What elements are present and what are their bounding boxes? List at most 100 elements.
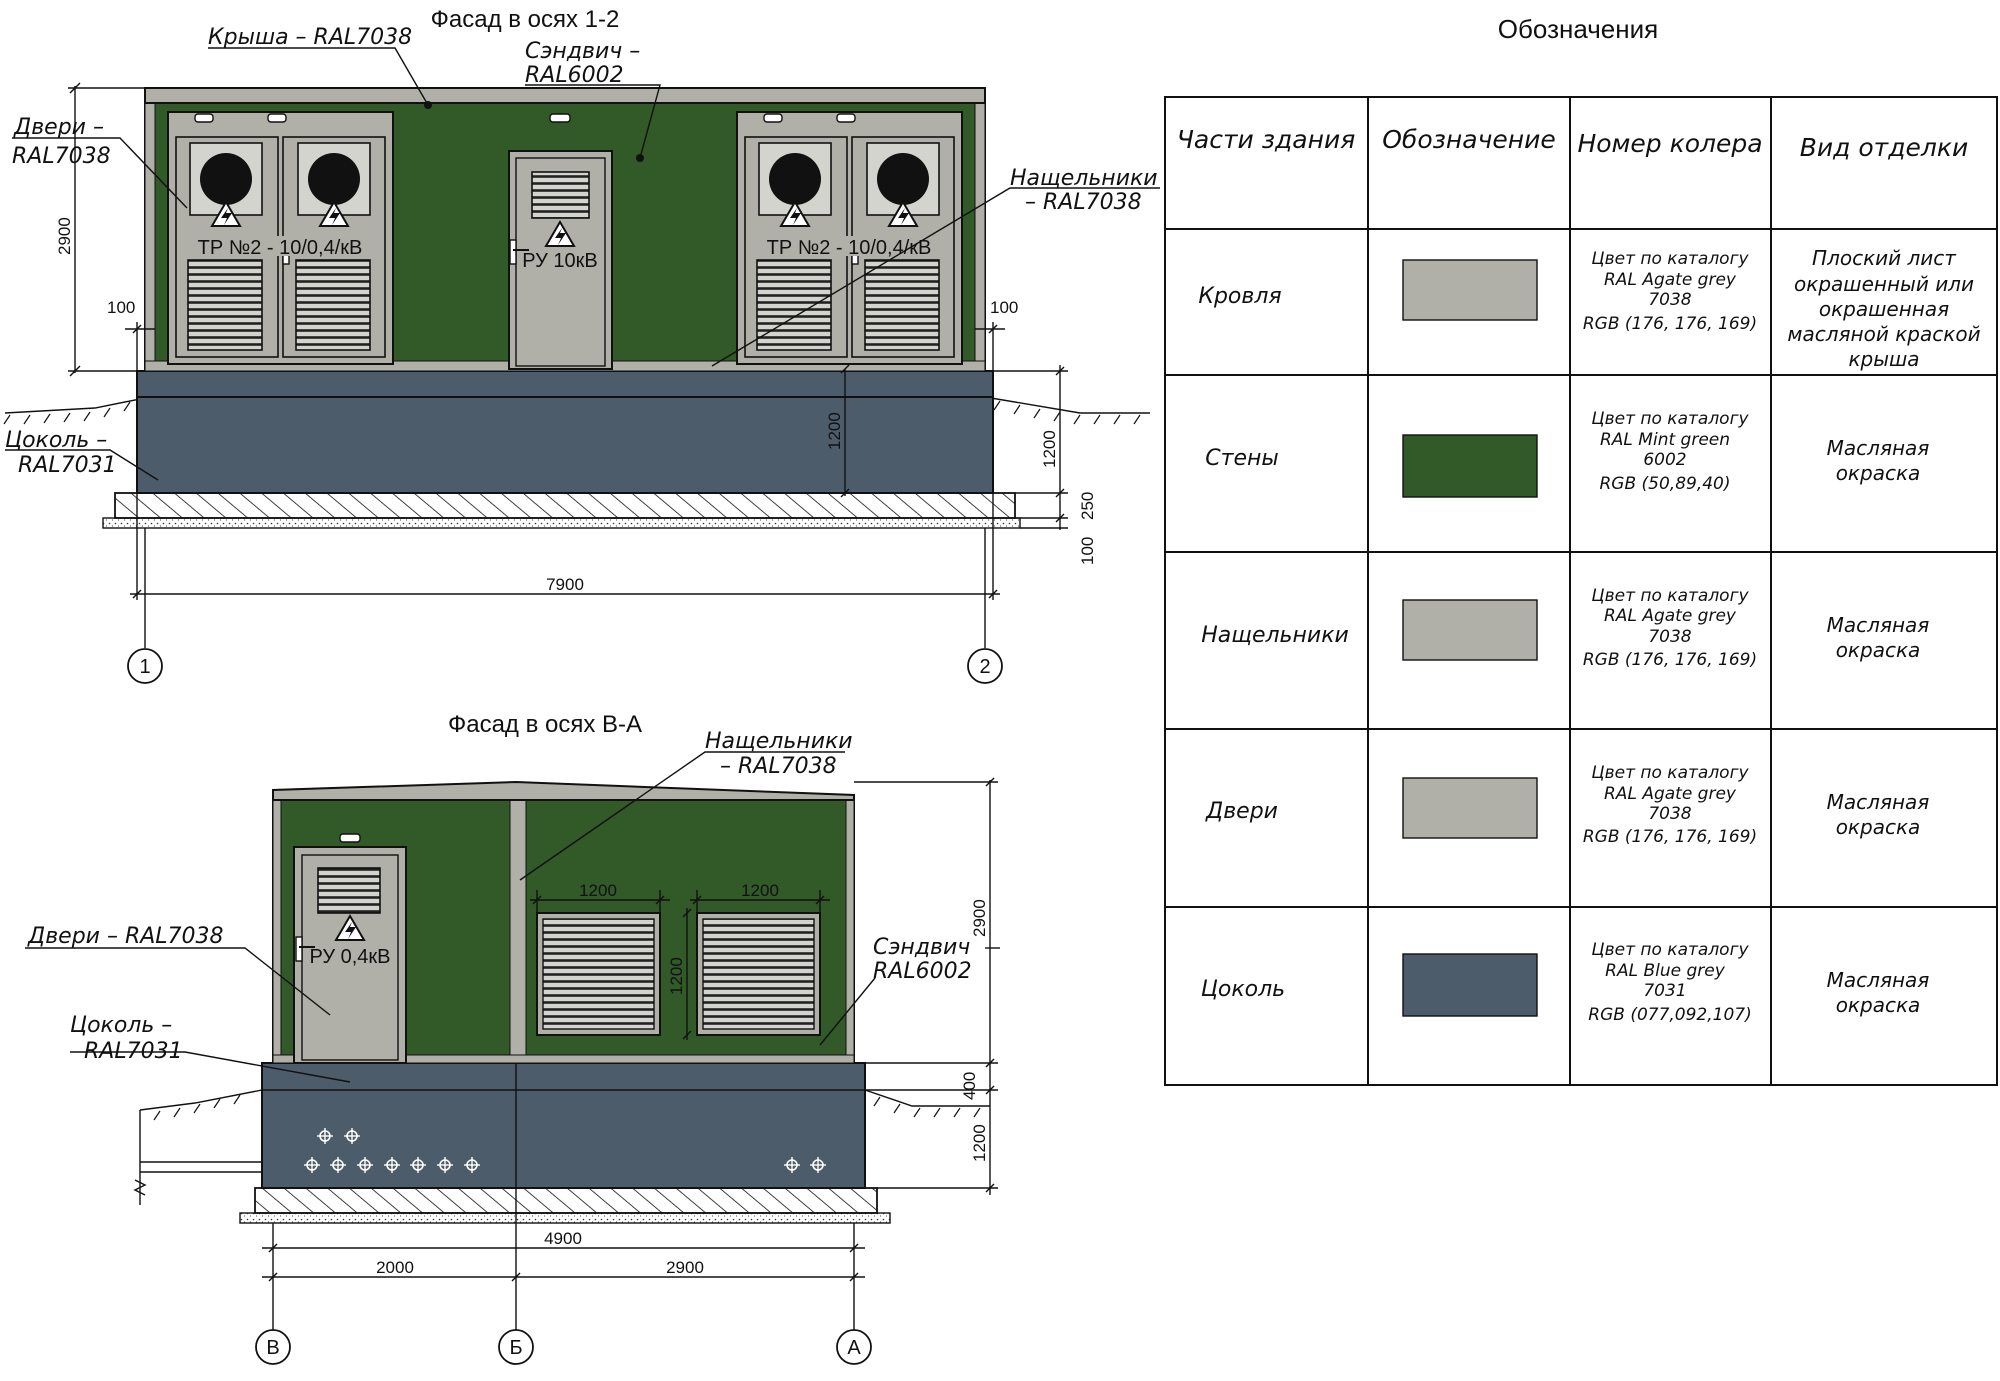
plinth-callout-va-2: RAL7031 <box>84 1039 183 1064</box>
legend-grid <box>1164 96 1998 1086</box>
finish-line: Плоский лист <box>1812 246 1957 270</box>
trim-va-center <box>509 799 527 1064</box>
tr-left-label: ТР №2 - 10/0,4/кВ <box>198 237 363 259</box>
dim-plinth-top-va: 400 <box>960 1072 979 1100</box>
ground-ticks-right <box>993 400 1141 425</box>
axis-label: Б <box>509 1337 522 1359</box>
ru-10kv-label: РУ 10кВ <box>522 250 598 272</box>
warning-icon <box>544 220 576 247</box>
louver-4 <box>864 259 940 351</box>
sandwich-callout-va-1: Сэндвич <box>873 935 970 960</box>
axis-label: В <box>266 1337 279 1359</box>
color-line: RAL Mint green <box>1600 430 1730 450</box>
header-cell: Вид отделки <box>1800 133 1968 162</box>
legend-row: Кровля Цвет по каталогу RAL Agate grey 7… <box>1198 246 1980 371</box>
dim-width-7900: 7900 <box>546 575 584 594</box>
color-line: RGB (077,092,107) <box>1588 1005 1751 1025</box>
color-line: Цвет по каталогу <box>1591 409 1749 429</box>
warning-icon <box>334 914 366 941</box>
color-line: Цвет по каталогу <box>1591 586 1749 606</box>
corner-trim-left <box>144 102 156 372</box>
ground-line-left <box>4 396 151 414</box>
warning-icon <box>887 200 919 227</box>
color-line: RGB (176, 176, 169) <box>1583 314 1757 334</box>
foundation-va <box>254 1187 878 1214</box>
axis-marker-2: 2 <box>967 648 1003 684</box>
dim-plinth-bottom-va: 1200 <box>970 1124 989 1162</box>
doors-callout-va: Двери – RAL7038 <box>27 924 224 949</box>
finish-line: окрашенная <box>1819 297 1949 321</box>
ground-ticks-left <box>3 401 131 425</box>
door-handle <box>295 936 303 962</box>
axis-marker-1: 1 <box>127 648 163 684</box>
finish-line: окраска <box>1836 638 1921 662</box>
color-swatch <box>1402 434 1538 498</box>
color-line: 7038 <box>1648 804 1691 824</box>
fan-icon <box>308 153 360 205</box>
corner-trim-right <box>974 102 986 372</box>
part-cell: Нащельники <box>1201 623 1349 648</box>
dim-vent-h: 1200 <box>667 957 686 995</box>
color-line: RGB (50,89,40) <box>1599 474 1730 494</box>
dim-foundation-250: 250 <box>1078 492 1097 520</box>
center-door: РУ 10кВ <box>508 113 613 370</box>
trim-callout-va-1: Нащельники <box>705 729 853 754</box>
door-top-vent-va <box>339 833 361 843</box>
color-line: 7038 <box>1648 627 1691 647</box>
dim-right-100: 100 <box>990 298 1018 317</box>
dim-plinth-outer-1200: 1200 <box>1040 430 1059 468</box>
louver-1 <box>187 259 263 351</box>
sandwich-callout-va-2: RAL6002 <box>873 959 972 984</box>
center-door-top-vent <box>549 113 571 123</box>
tr-right-label: ТР №2 - 10/0,4/кВ <box>767 237 932 259</box>
ru-04kv-door: РУ 0,4кВ <box>293 833 407 1064</box>
base-gravel-va <box>239 1212 891 1224</box>
color-line: 7031 <box>1643 981 1686 1001</box>
left-door-top-vent-2 <box>267 113 287 123</box>
axis-label: 2 <box>979 656 990 678</box>
callouts-1-2: Крыша – RAL7038 Сэндвич – RAL6002 Двери … <box>5 25 1160 481</box>
finish-line: Масляная <box>1827 613 1930 637</box>
dimensions-1-2: 2900 100 100 1200 1200 250 100 <box>55 82 1097 648</box>
roof-callout: Крыша – RAL7038 <box>208 25 412 50</box>
dim-plinth-inner-1200: 1200 <box>825 412 844 450</box>
part-cell: Цоколь <box>1201 977 1285 1002</box>
trim-callout-va-2: – RAL7038 <box>720 754 837 779</box>
plinth <box>136 370 994 494</box>
dim-right-part-va: 2900 <box>666 1258 704 1277</box>
warning-icon <box>318 200 350 227</box>
color-line: RAL Blue grey <box>1605 961 1726 981</box>
finish-line: масляной краской <box>1787 322 1980 346</box>
ground-line-right <box>984 396 1150 414</box>
color-line: Цвет по каталогу <box>1591 763 1749 783</box>
sandwich-callout-2: RAL6002 <box>525 63 624 88</box>
axis-marker-a: А <box>836 1329 872 1365</box>
ru-04kv-label: РУ 0,4кВ <box>309 946 390 968</box>
plinth-callout-2: RAL7031 <box>18 453 117 478</box>
ground-line-right-va <box>864 1089 990 1107</box>
color-line: RAL Agate grey <box>1604 784 1737 804</box>
part-cell: Кровля <box>1198 284 1281 309</box>
left-door-top-vent-1 <box>194 113 214 123</box>
fan-icon <box>200 153 252 205</box>
door-label-bg <box>751 236 947 256</box>
legend-row: Цоколь Цвет по каталогу RAL Blue grey 70… <box>1201 940 1930 1025</box>
axis-marker-v: В <box>255 1329 291 1365</box>
plinth-va <box>261 1062 866 1189</box>
color-line: 6002 <box>1643 450 1686 470</box>
roof <box>144 87 986 104</box>
ground-ticks-va <box>153 1094 981 1121</box>
legend-row: Двери Цвет по каталогу RAL Agate grey 70… <box>1205 763 1929 847</box>
color-swatch <box>1402 777 1538 839</box>
right-double-door: ТР №2 - 10/0,4/кВ <box>736 111 963 365</box>
dim-vent-w1: 1200 <box>579 881 617 900</box>
header-cell: Обозначение <box>1382 125 1555 154</box>
dim-base-100: 100 <box>1078 537 1097 565</box>
right-door-top-vent-2 <box>836 113 856 123</box>
dim-left-part-va: 2000 <box>376 1258 414 1277</box>
trim-va-right <box>845 799 855 1064</box>
finish-line: Масляная <box>1827 436 1930 460</box>
right-door-top-vent-1 <box>763 113 783 123</box>
plinth-callout-va-1: Цоколь – <box>70 1013 172 1038</box>
